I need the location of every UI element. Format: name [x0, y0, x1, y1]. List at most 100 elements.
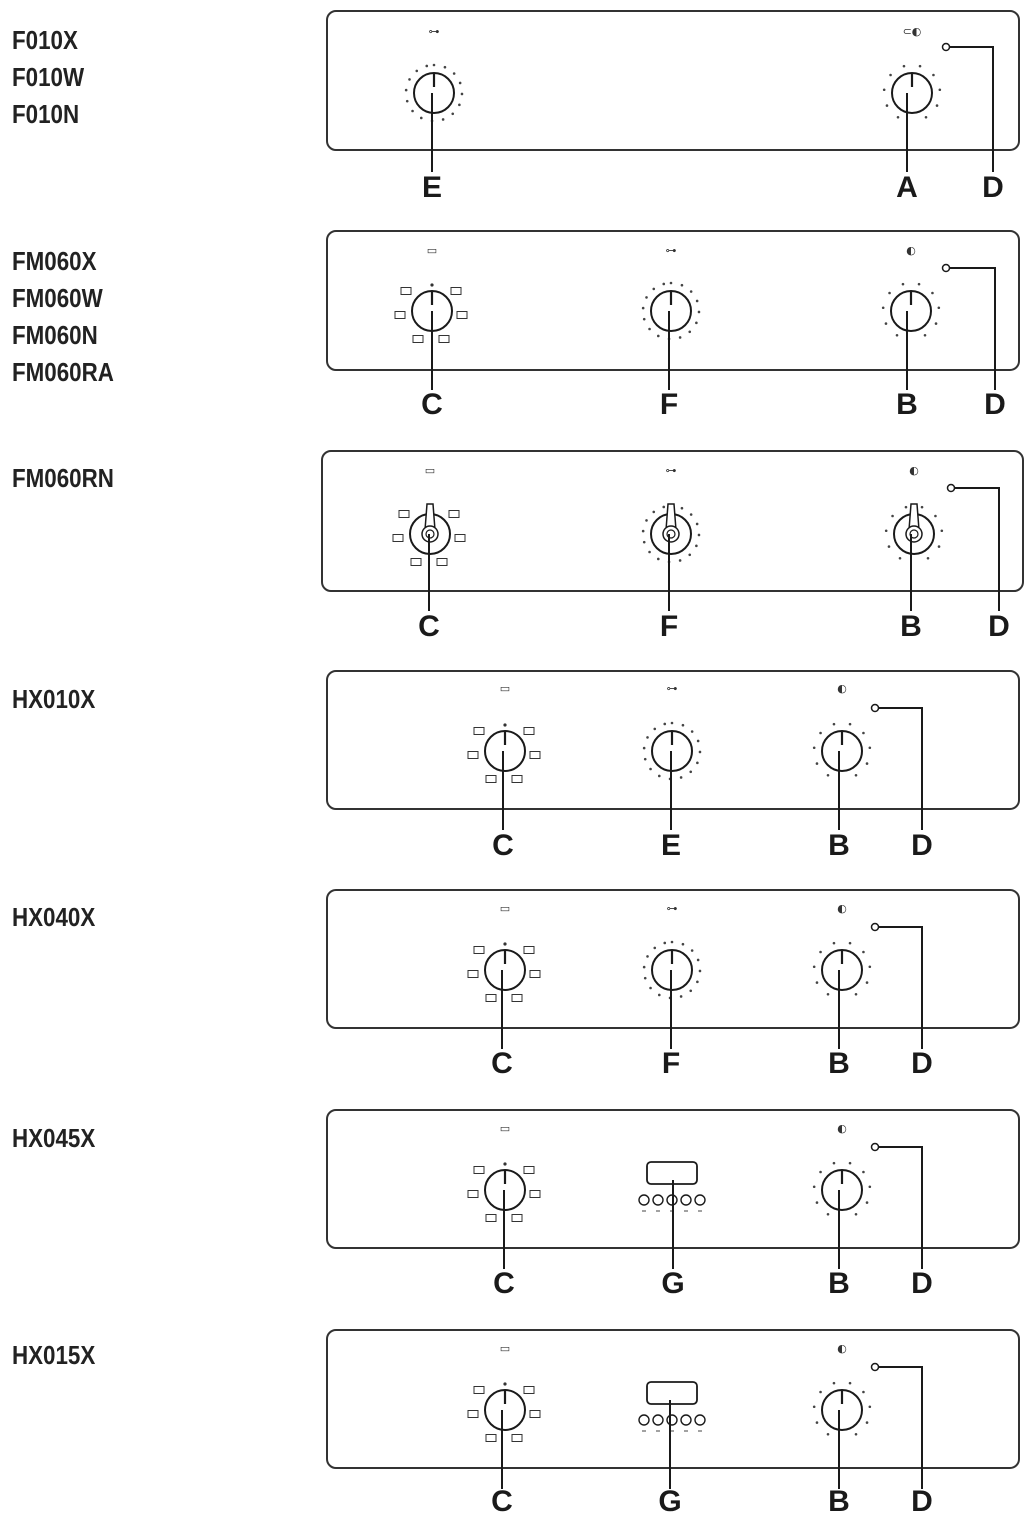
dial-mark	[917, 282, 921, 286]
model-name: F010W	[12, 62, 85, 92]
dial-mark	[425, 64, 429, 68]
dial-mark	[689, 770, 693, 774]
dial-mark	[662, 282, 666, 286]
callout-letter: E	[661, 829, 681, 862]
dial-mark	[848, 941, 852, 945]
dial-mark	[862, 950, 865, 954]
dial-mark	[931, 291, 934, 295]
callout-letter: D	[911, 1267, 933, 1300]
dial-mark	[940, 529, 944, 533]
dial-mark	[645, 296, 648, 299]
dial-mark	[934, 322, 938, 325]
dial-mark	[695, 522, 699, 526]
function-symbol-icon	[450, 287, 462, 295]
control-c: ▭C	[467, 1342, 541, 1515]
function-symbol-icon	[523, 946, 535, 954]
function-symbol-icon	[523, 1386, 535, 1394]
function-symbol-icon	[456, 311, 468, 319]
programmer-button[interactable]	[638, 1194, 650, 1206]
function-symbol-icon	[485, 775, 497, 783]
programmer-button[interactable]	[666, 1414, 678, 1426]
dial-mark	[656, 557, 660, 561]
dial-mark	[826, 773, 830, 777]
zero-mark	[503, 942, 507, 946]
function-symbol-icon	[467, 1190, 479, 1198]
model-names-row-3: FM060RN	[12, 460, 130, 497]
knob-b[interactable]	[821, 949, 863, 991]
callout-letter: D	[988, 610, 1010, 643]
model-names-row-1: F010X F010W F010N	[12, 22, 96, 133]
callout-letter: D	[984, 388, 1006, 421]
dial-mark	[896, 115, 900, 119]
programmer-button[interactable]	[680, 1414, 692, 1426]
dial-mark	[653, 946, 657, 950]
function-symbol-icon	[438, 335, 450, 343]
dial-mark	[884, 322, 888, 325]
dial-mark	[854, 992, 858, 996]
knob-f[interactable]	[650, 290, 692, 332]
dial-mark	[868, 746, 872, 750]
knob-b[interactable]	[890, 290, 932, 332]
leader-line	[879, 926, 923, 1049]
control-symbol-icon: ▭	[425, 464, 435, 477]
function-symbol-icon	[454, 534, 466, 542]
control-f: ⊶F	[641, 464, 701, 643]
dial-mark	[642, 965, 646, 969]
dial-mark	[670, 721, 674, 725]
model-name: HX045X	[12, 1123, 96, 1153]
control-symbol-icon: ◐	[837, 1122, 847, 1135]
control-c: ▭C	[467, 682, 541, 862]
dial-mark	[696, 739, 700, 743]
callout-letter: E	[422, 171, 442, 204]
dial-mark	[663, 722, 667, 726]
model-names-row-7: HX015X	[12, 1337, 109, 1374]
dial-mark	[680, 283, 684, 287]
programmer-button[interactable]	[638, 1414, 650, 1426]
dial-mark	[411, 109, 414, 113]
dial-mark	[819, 1390, 822, 1394]
programmer-button[interactable]	[652, 1414, 664, 1426]
callout-letter: C	[421, 388, 443, 421]
knob-a[interactable]	[891, 72, 933, 114]
dial-mark	[652, 510, 656, 514]
leader-line	[879, 1366, 923, 1489]
clock-display	[646, 1381, 698, 1405]
function-symbol-icon	[485, 1214, 497, 1222]
dial-mark	[646, 955, 649, 958]
programmer-button[interactable]	[694, 1194, 706, 1206]
programmer-button[interactable]	[680, 1194, 692, 1206]
knob-e[interactable]	[413, 72, 455, 114]
dial-mark	[452, 72, 456, 75]
dial-mark	[815, 981, 819, 984]
dial-mark	[643, 976, 647, 980]
callout-letter: F	[662, 1047, 680, 1080]
model-name: FM060N	[12, 320, 98, 350]
leader-line	[879, 707, 923, 830]
knob-c[interactable]	[484, 1389, 526, 1431]
model-names-row-2: FM060X FM060W FM060N FM060RA	[12, 243, 130, 391]
dial-mark	[656, 334, 660, 338]
programmer-button[interactable]	[694, 1414, 706, 1426]
control-d: D	[941, 42, 1004, 204]
dial-mark	[884, 529, 888, 533]
programmer-button[interactable]	[652, 1194, 664, 1206]
knob-b[interactable]	[821, 1169, 863, 1211]
dial-mark	[862, 1390, 865, 1394]
function-symbol-icon	[485, 994, 497, 1002]
knob-b[interactable]	[821, 1389, 863, 1431]
callout-letter: C	[418, 610, 440, 643]
dial-mark	[688, 330, 692, 334]
knob-c[interactable]	[484, 949, 526, 991]
dial-mark	[642, 746, 646, 750]
dial-mark	[698, 969, 702, 973]
dial-mark	[643, 757, 647, 761]
control-e: ⊶E	[404, 25, 464, 204]
dial-mark	[662, 505, 666, 509]
dial-mark	[432, 63, 436, 67]
knob-c[interactable]	[484, 730, 526, 772]
dial-mark	[458, 81, 462, 85]
function-symbol-icon	[412, 335, 424, 343]
knob-b[interactable]	[821, 730, 863, 772]
zero-mark	[503, 1162, 507, 1166]
